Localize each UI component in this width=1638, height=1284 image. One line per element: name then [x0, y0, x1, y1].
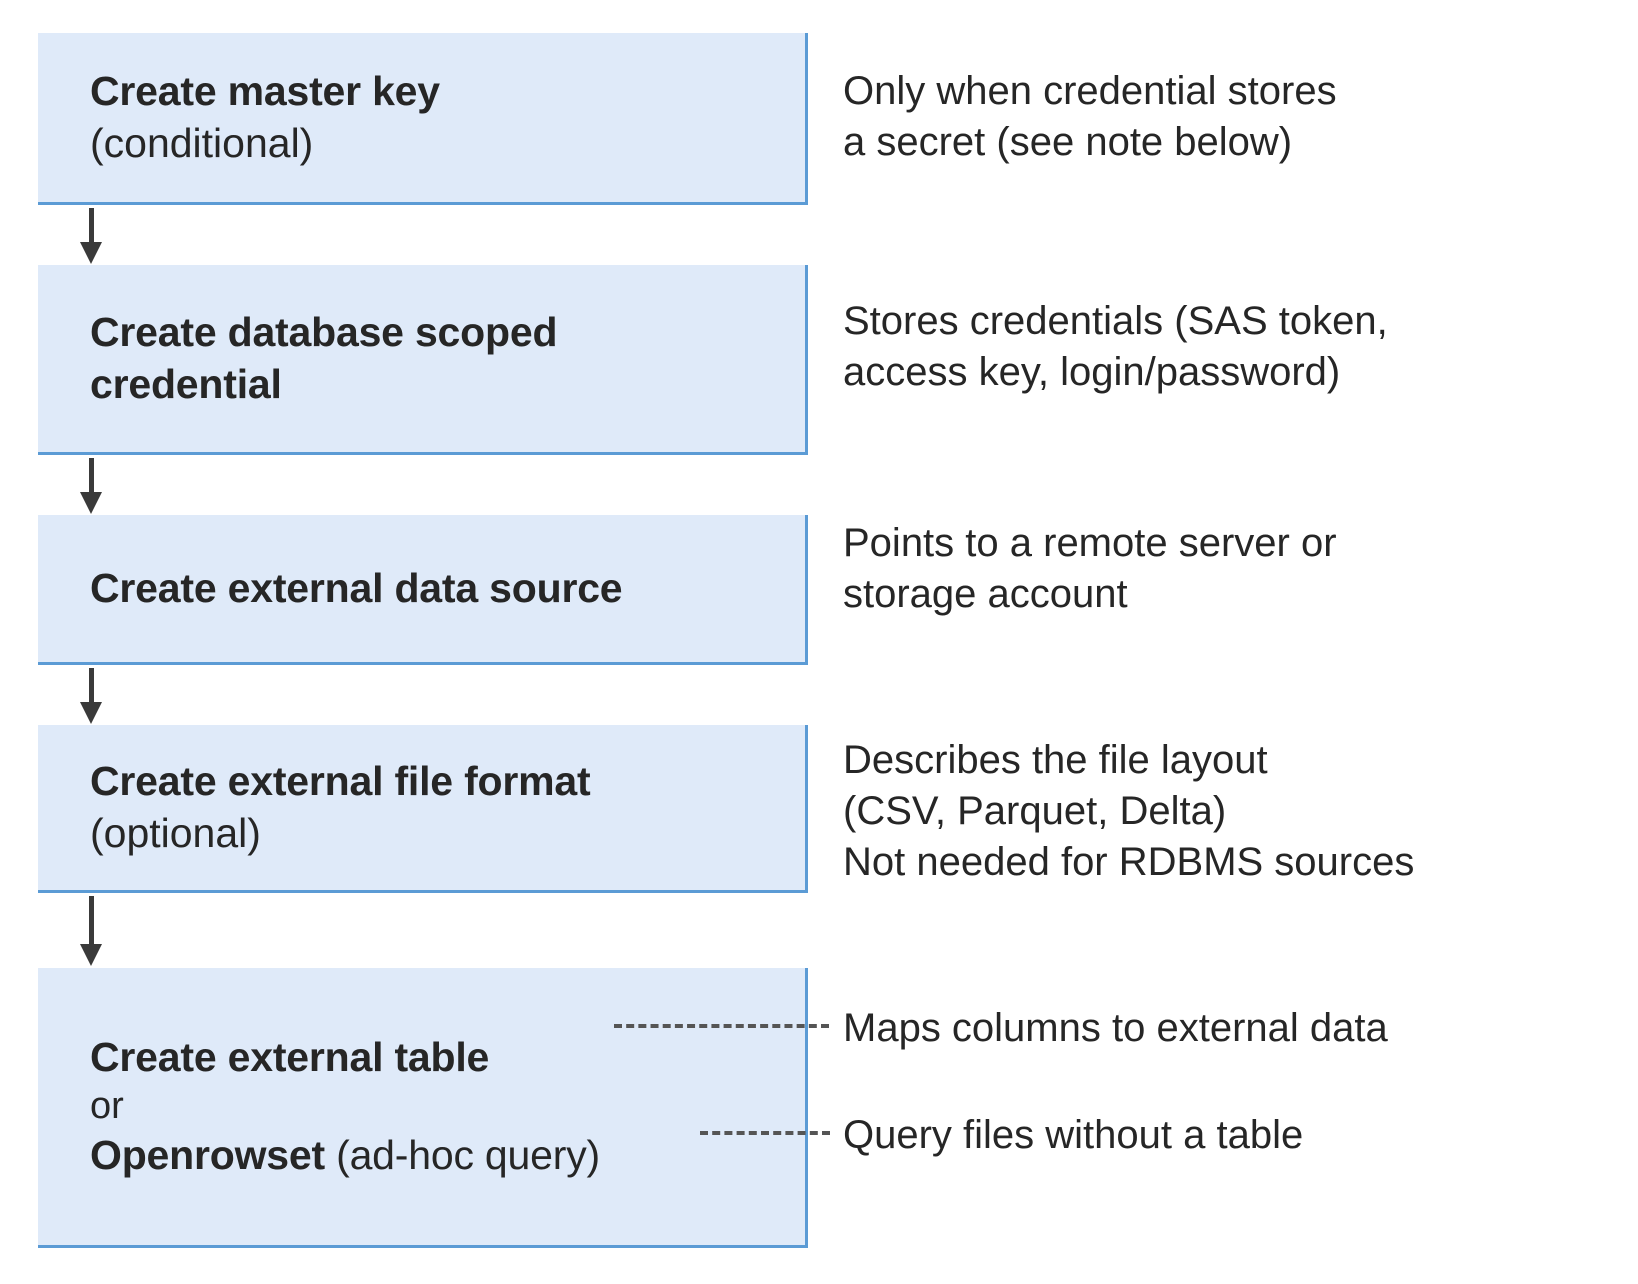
step-title-create-external-data-source: Create external data source [90, 564, 623, 611]
arrow-shaft [89, 208, 94, 244]
step-box-create-external-file-format[interactable]: Create external file format (optional) [38, 725, 808, 893]
down-arrow-icon-2 [80, 458, 102, 515]
openrowset-qualifier-text: (ad-hoc query) [324, 1131, 600, 1178]
arrow-shaft [89, 896, 94, 946]
openrowset-bold-text: Openrowset [90, 1131, 325, 1178]
step-subtitle-create-master-key: (conditional) [90, 119, 314, 166]
note-create-database-scoped-credential: Stores credentials (SAS token, access ke… [843, 299, 1388, 395]
note-create-master-key: Only when credential stores a secret (se… [843, 69, 1337, 165]
arrow-head [80, 492, 102, 514]
note-create-external-table: Maps columns to external data [843, 1006, 1388, 1050]
note-create-external-file-format: Describes the file layout (CSV, Parquet,… [843, 738, 1415, 885]
step-box-create-external-table-or-openrowset[interactable]: Create external table or Openrowset (ad-… [38, 968, 808, 1248]
down-arrow-icon-4 [80, 896, 102, 968]
step-box-create-external-data-source[interactable]: Create external data source [38, 515, 808, 665]
step-box-create-database-scoped-credential[interactable]: Create database scoped credential [38, 265, 808, 455]
step-label-or: or [90, 1085, 124, 1128]
down-arrow-icon-3 [80, 668, 102, 725]
step-subtitle-create-external-file-format: (optional) [90, 809, 261, 856]
step-title-create-master-key: Create master key [90, 67, 440, 114]
note-create-external-data-source: Points to a remote server or storage acc… [843, 521, 1337, 617]
arrow-shaft [89, 458, 94, 494]
step-title-openrowset: Openrowset (ad-hoc query) [90, 1130, 805, 1182]
down-arrow-icon-1 [80, 208, 102, 265]
note-openrowset: Query files without a table [843, 1113, 1304, 1157]
arrow-head [80, 242, 102, 264]
dashed-connector-external-table [614, 1024, 829, 1028]
step-title-create-database-scoped-credential: Create database scoped credential [90, 308, 558, 407]
arrow-shaft [89, 668, 94, 704]
step-title-create-external-file-format: Create external file format [90, 757, 591, 804]
dashed-connector-openrowset [700, 1131, 830, 1135]
arrow-head [80, 702, 102, 724]
step-title-create-external-table: Create external table [90, 1033, 490, 1080]
arrow-head [80, 944, 102, 966]
step-box-create-master-key[interactable]: Create master key (conditional) [38, 33, 808, 205]
